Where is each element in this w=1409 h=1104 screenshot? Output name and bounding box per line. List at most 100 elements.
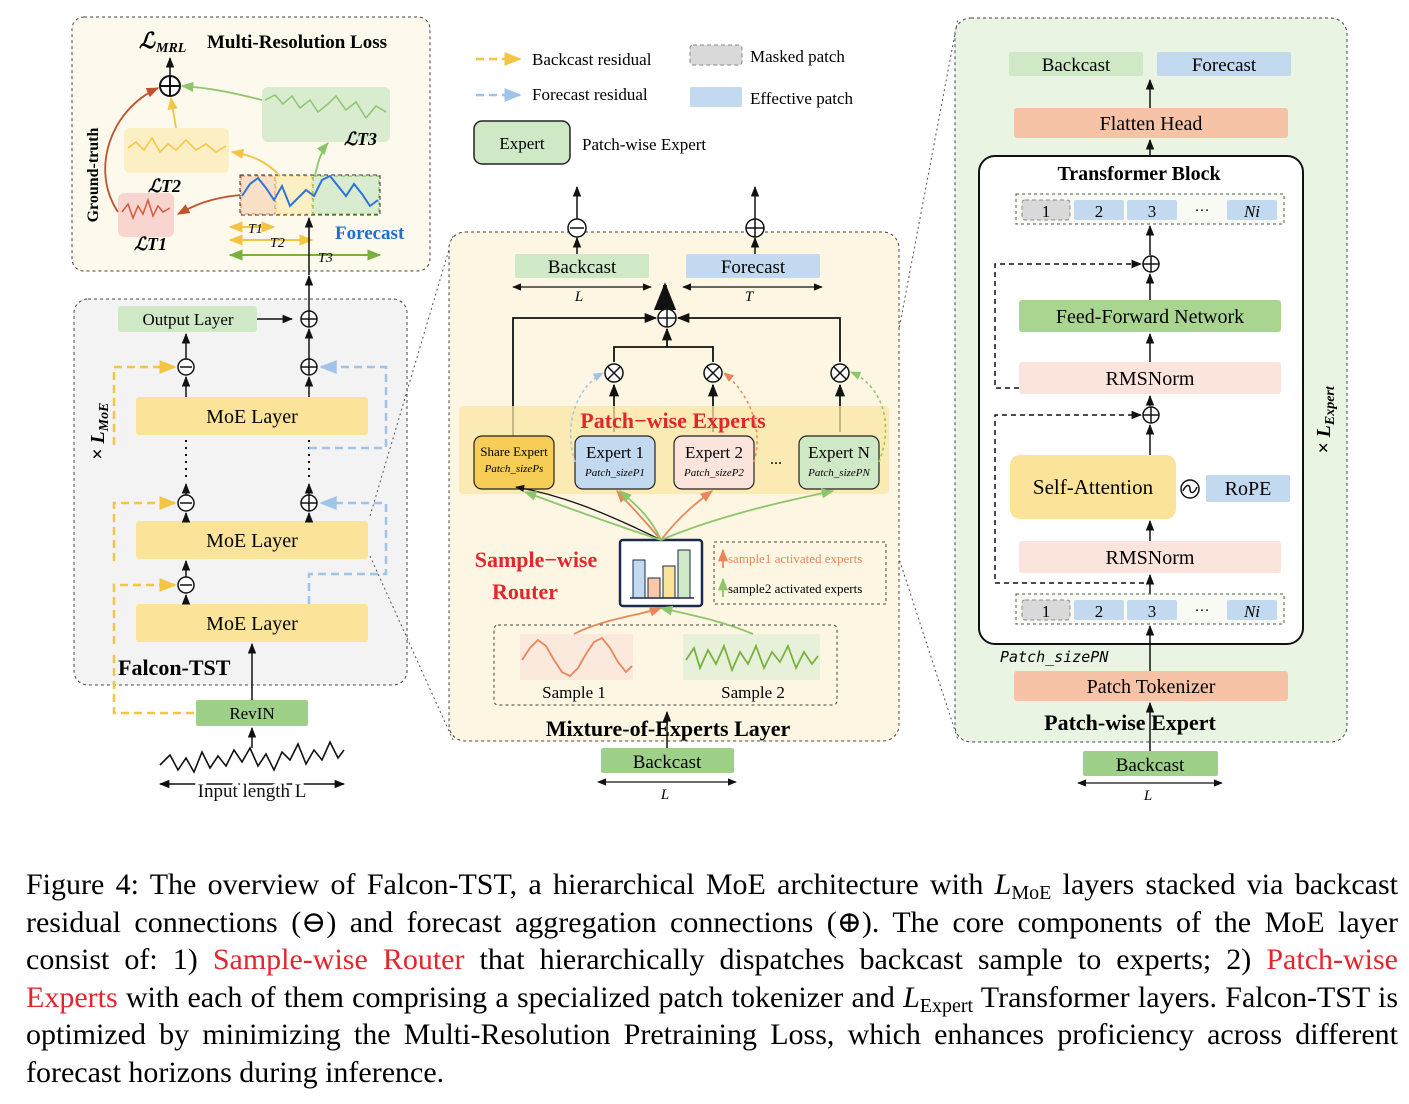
share-expert-label: Share Expert — [480, 444, 548, 459]
output-layer-box — [118, 306, 257, 332]
expert-backcast-label: Backcast — [1042, 55, 1111, 76]
patch-3-top: 3 — [1148, 202, 1157, 221]
caption-text-2: layers stacked via backcast residual con… — [26, 868, 1398, 976]
expert-forecast-output — [1157, 52, 1291, 76]
moe-forecast-output — [686, 254, 820, 278]
expert-input-l: L — [1143, 788, 1152, 804]
rmsnorm-bottom — [1019, 541, 1281, 573]
expert-1 — [574, 435, 656, 490]
masked-patch-swatch — [689, 44, 743, 66]
falcon-tst-panel: Output Layer MoE Layer MoE Layer MoE Lay… — [73, 274, 408, 805]
moe-panel: Backcast Forecast L T Patch−wise Experts… — [448, 185, 900, 803]
rmsnorm-bottom-label: RMSNorm — [1106, 547, 1195, 569]
expert-n-label: Expert N — [808, 443, 870, 462]
legend-masked-patch: Masked patch — [750, 47, 845, 66]
moe-input-backcast-label: Backcast — [633, 752, 702, 773]
patch-dots-bottom: ··· — [1195, 603, 1210, 619]
moe-forecast-label: Forecast — [721, 257, 786, 278]
self-attention-label: Self-Attention — [1033, 475, 1154, 499]
expert-n-patch: Patch_sizePN — [807, 467, 870, 479]
expert-legend-swatch — [473, 120, 571, 165]
legend-forecast-residual: Forecast residual — [532, 85, 648, 104]
caption-lmoe: L — [994, 868, 1012, 901]
mrl-panel: ℒ MRL Multi-Resolution Loss Ground-truth… — [71, 16, 431, 275]
expert-repeat-label: × LExpert — [1313, 385, 1338, 454]
transformer-block-title: Transformer Block — [1057, 163, 1221, 185]
moe-backcast-output — [515, 254, 649, 278]
moe-layer-2-label: MoE Layer — [206, 530, 298, 552]
sample2-activated: sample2 activated experts — [728, 581, 862, 596]
rmsnorm-top — [1019, 362, 1281, 394]
expert-backcast-output — [1009, 52, 1143, 76]
input-length-label: Input length L — [198, 781, 307, 802]
masked-patch-top — [1021, 199, 1071, 221]
expert-1-patch: Patch_sizeP1 — [584, 467, 645, 479]
moe-backcast-label: Backcast — [548, 257, 617, 278]
revin-label: RevIN — [229, 704, 274, 723]
effective-patch-swatch — [690, 87, 742, 107]
caption-lexpert: L — [903, 980, 920, 1014]
caption-text-4: with each of them comprising a specializ… — [117, 980, 904, 1014]
moe-l-label: L — [574, 289, 583, 305]
moe-layer-3-label: MoE Layer — [206, 406, 298, 428]
ground-truth-label: Ground-truth — [85, 127, 102, 222]
patch-ni-bottom: Ni — [1243, 602, 1260, 621]
patch-tokenizer-label: Patch Tokenizer — [1087, 676, 1216, 698]
expert-input-backcast-label: Backcast — [1116, 755, 1185, 776]
share-expert — [473, 435, 555, 490]
patch-tokenizer — [1014, 671, 1288, 701]
ffn-label: Feed-Forward Network — [1056, 306, 1244, 328]
t3-window — [262, 87, 390, 142]
transformer-block — [978, 155, 1304, 645]
expert-forecast-label: Forecast — [1192, 55, 1257, 76]
patch-dots-top: ··· — [1195, 203, 1210, 219]
loss-t2: ℒT2 — [148, 176, 181, 196]
forecast-label: Forecast — [335, 223, 405, 244]
legend-effective-patch: Effective patch — [750, 89, 854, 108]
patch-2-top: 2 — [1095, 202, 1104, 221]
patch-3-bottom: 3 — [1148, 602, 1157, 621]
t3-label: T3 — [318, 251, 333, 266]
moe-t-label: T — [745, 289, 755, 305]
sample1-activated: sample1 activated experts — [728, 551, 862, 566]
caption-router: Sample-wise Router — [212, 943, 465, 976]
output-layer-label: Output Layer — [142, 310, 233, 329]
sample2-series — [685, 643, 819, 673]
router-line1: Sample−wise — [475, 547, 598, 572]
patch-2-bottom: 2 — [1095, 602, 1104, 621]
t1-window — [118, 193, 174, 237]
masked-patch-bottom — [1021, 599, 1071, 621]
expert-input-backcast — [1083, 751, 1218, 776]
experts-title: Patch−wise Experts — [580, 408, 766, 433]
caption-text-3: that hierarchically dispatches backcast … — [464, 943, 1267, 976]
t2-label: T2 — [270, 236, 285, 251]
loss-t3: ℒT3 — [344, 129, 377, 149]
expert-n — [798, 435, 880, 490]
patch-3-top-box — [1127, 200, 1177, 220]
legend-patch-wise-expert: Patch-wise Expert — [582, 135, 706, 154]
moe-layer-3 — [136, 397, 368, 435]
moe-input-l: L — [660, 787, 669, 803]
expert-2-patch: Patch_sizeP2 — [683, 467, 744, 479]
falcon-repeat-label: × LMoE — [87, 403, 112, 460]
expert-2 — [673, 435, 755, 490]
caption-text-5: Transformer layers. Falcon-TST is optimi… — [26, 980, 1398, 1089]
patch-1-top: 1 — [1042, 202, 1051, 221]
figure-canvas: Backcast residual Forecast residual Mask… — [71, 16, 1348, 805]
input-series — [159, 740, 345, 774]
figure-caption: Figure 4: The overview of Falcon-TST, a … — [26, 866, 1398, 1091]
sample2-label: Sample 2 — [721, 683, 785, 702]
flatten-head-label: Flatten Head — [1100, 113, 1203, 135]
falcon-tst-title: Falcon-TST — [118, 655, 231, 680]
patch-2-top-box — [1074, 200, 1124, 220]
moe-layer-2 — [136, 521, 368, 559]
loss-t1: ℒT1 — [134, 234, 167, 254]
experts-ellipsis: ... — [770, 451, 782, 468]
patch-size-label: Patch_sizePN — [1000, 648, 1109, 666]
sample1-label: Sample 1 — [542, 683, 606, 702]
self-attention-box — [1010, 455, 1176, 519]
t1-label: T1 — [248, 222, 263, 237]
sample1-series — [521, 636, 633, 678]
patch-ni-top: Ni — [1243, 202, 1260, 221]
patch-3-bottom-box — [1127, 600, 1177, 620]
